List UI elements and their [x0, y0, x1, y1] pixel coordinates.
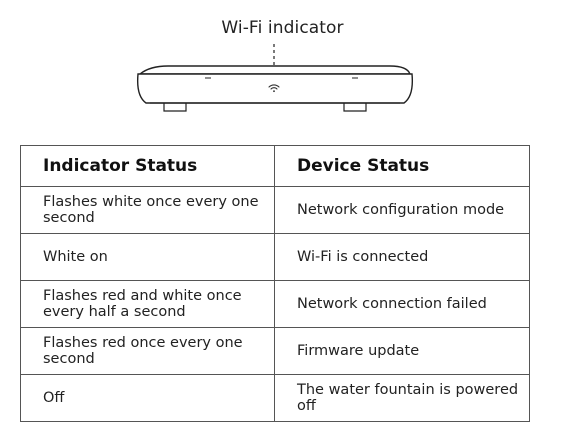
table-header-row: Indicator Status Device Status	[20, 145, 530, 187]
device-status-cell: The water fountain is powered off	[274, 374, 530, 422]
indicator-status-cell: White on	[20, 233, 275, 281]
device-foot-right	[343, 103, 367, 112]
device-foot-left	[163, 103, 187, 112]
table-row: White on Wi-Fi is connected	[20, 233, 530, 281]
device-status-cell: Firmware update	[274, 327, 530, 375]
indicator-status-cell: Flashes white once every one second	[20, 186, 275, 234]
indicator-status-cell: Off	[20, 374, 275, 422]
table-row: Flashes white once every one second Netw…	[20, 186, 530, 234]
indicator-status-cell: Flashes red once every one second	[20, 327, 275, 375]
table-row: Off The water fountain is powered off	[20, 374, 530, 422]
device-status-cell: Network configuration mode	[274, 186, 530, 234]
indicator-status-cell: Flashes red and white once every half a …	[20, 280, 275, 328]
device-body	[136, 73, 414, 104]
wifi-indicator-caption: Wi-Fi indicator	[221, 18, 344, 38]
device-status-cell: Network connection failed	[274, 280, 530, 328]
table-row: Flashes red and white once every half a …	[20, 280, 530, 328]
device-status-cell: Wi-Fi is connected	[274, 233, 530, 281]
device-illustration	[0, 0, 565, 130]
header-indicator-status: Indicator Status	[20, 145, 275, 187]
table-row: Flashes red once every one second Firmwa…	[20, 327, 530, 375]
indicator-status-table: Indicator Status Device Status Flashes w…	[20, 145, 530, 422]
device-top	[138, 65, 412, 75]
wifi-icon	[268, 84, 280, 93]
header-device-status: Device Status	[274, 145, 530, 187]
